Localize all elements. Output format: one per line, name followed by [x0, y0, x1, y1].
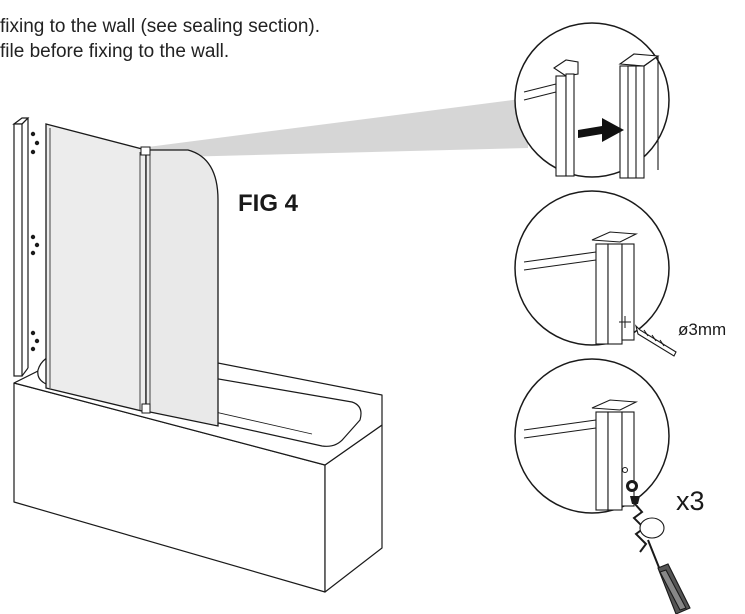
wall-plug-icon: [626, 480, 638, 492]
glass-panel-folding: [145, 149, 219, 427]
drill-size-label: ø3mm: [678, 320, 727, 339]
hinge-post: [140, 146, 151, 414]
detail-circle-middle: [514, 190, 677, 357]
instruction-line-1: fixing to the wall (see sealing section)…: [0, 16, 320, 37]
screwdriver-icon: [639, 517, 691, 614]
drill-mark-icon: [619, 316, 631, 328]
instruction-line-2: file before fixing to the wall.: [0, 41, 230, 62]
figure-label: FIG 4: [238, 190, 299, 217]
screw-hole-icon: [622, 467, 628, 473]
detail-circle-top: [514, 22, 670, 179]
screw-quantity-label: x3: [676, 486, 705, 516]
push-arrow: [578, 118, 624, 142]
wall-fixings: [30, 131, 40, 352]
detail-circle-bottom: [514, 358, 670, 553]
zoom-beam: [140, 98, 528, 158]
wall-profile: [12, 117, 30, 377]
drill-bit-icon: [634, 324, 677, 357]
glass-panel-fixed: [45, 123, 147, 413]
